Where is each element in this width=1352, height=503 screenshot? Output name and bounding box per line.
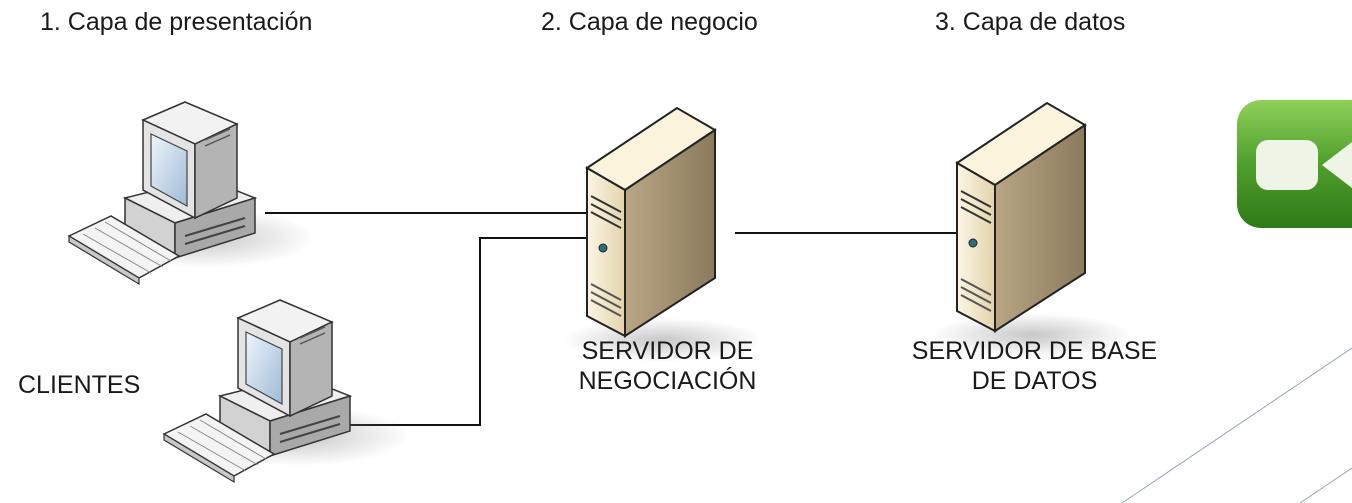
database-server-label-line1: SERVIDOR DE BASE	[911, 337, 1158, 365]
database-server-icon	[931, 102, 1133, 358]
database-server-label: SERVIDOR DE BASE DE DATOS	[882, 336, 1187, 396]
client-computer-1-icon	[68, 101, 316, 285]
business-layer-heading: 2. Capa de negocio	[541, 8, 758, 36]
decorative-diagonal-lines	[1121, 347, 1352, 503]
business-server-label: SERVIDOR DE NEGOCIACIÓN	[555, 336, 780, 396]
clients-label: CLIENTES	[18, 371, 141, 399]
video-camera-app-icon	[1237, 100, 1352, 228]
business-server-label-line1: SERVIDOR DE	[581, 337, 754, 365]
business-server-icon	[561, 107, 763, 363]
database-server-label-line2: DE DATOS	[971, 367, 1098, 395]
business-server-label-line2: NEGOCIACIÓN	[578, 367, 757, 395]
client-computer-2-icon	[163, 299, 411, 483]
data-layer-heading: 3. Capa de datos	[935, 8, 1126, 36]
presentation-layer-heading: 1. Capa de presentación	[40, 8, 313, 36]
